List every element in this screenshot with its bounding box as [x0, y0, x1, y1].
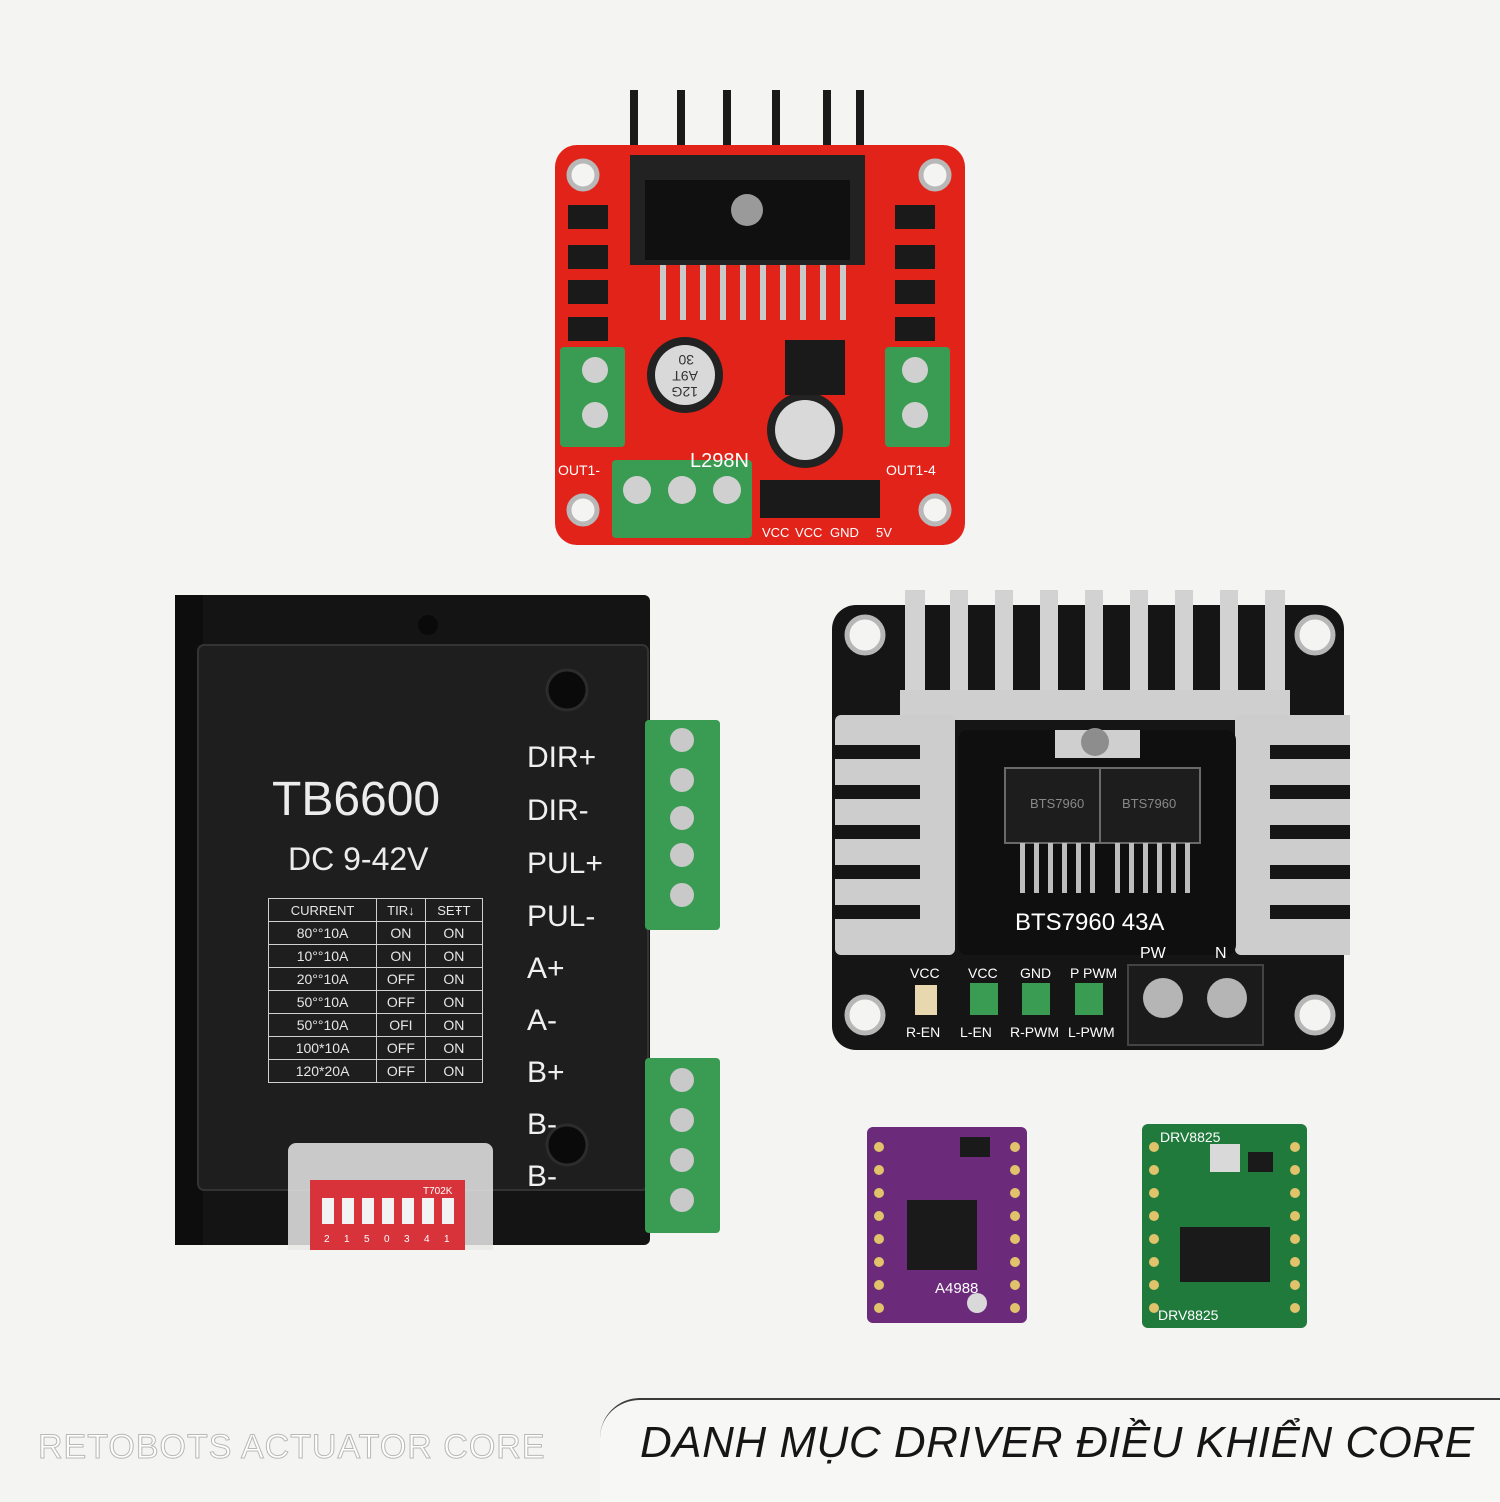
- tb6600-terminal-a-minus: A-: [527, 1004, 557, 1037]
- table-header-cell: SEŦT: [424, 898, 484, 922]
- table-header-cell: CURRENT: [267, 898, 378, 922]
- table-cell: OFF: [376, 990, 426, 1014]
- table-cell: OFF: [376, 1036, 426, 1060]
- bts7960-header-r-pwm: R-PWM: [1010, 1024, 1059, 1040]
- bts7960-header-l-en: L-EN: [960, 1024, 992, 1040]
- table-row: 100*10A OFF ON: [267, 1036, 484, 1060]
- tb6600-terminal-b-plus: B+: [527, 1056, 565, 1089]
- tb6600-dip-number-4: 0: [384, 1234, 390, 1245]
- table-cell: 10°°10A: [267, 944, 378, 968]
- tb6600-terminal-pul-minus: PUL-: [527, 900, 595, 933]
- a4988-label: A4988: [935, 1280, 978, 1297]
- tb6600-dip-number-2: 1: [344, 1234, 350, 1245]
- tb6600-dip-number-3: 5: [364, 1234, 370, 1245]
- table-cell: ON: [424, 1036, 484, 1060]
- table-cell: 100*10A: [267, 1036, 378, 1060]
- bts7960-header-vcc-2: VCC: [968, 965, 998, 981]
- tb6600-terminal-b-minus-1: B-: [527, 1108, 557, 1141]
- table-cell: ON: [376, 921, 426, 945]
- table-row: 80°°10A ON ON: [267, 921, 484, 945]
- l298n-pin-vcc-1: VCC: [762, 525, 789, 540]
- table-row: 50°°10A OFI ON: [267, 1013, 484, 1037]
- bts7960-header-l-pwm: L-PWM: [1068, 1024, 1115, 1040]
- bts7960-chip-text-right: BTS7960: [1122, 796, 1176, 811]
- table-cell: 50°°10A: [267, 1013, 378, 1037]
- table-cell: ON: [376, 944, 426, 968]
- l298n-pin-gnd: GND: [830, 525, 859, 540]
- drv8825-label-bottom: DRV8825: [1158, 1307, 1219, 1323]
- page-title: DANH MỤC DRIVER ĐIỀU KHIỂN CORE: [640, 1418, 1475, 1467]
- bts7960-header-vcc-1: VCC: [910, 965, 940, 981]
- table-row: 50°°10A OFF ON: [267, 990, 484, 1014]
- table-row: 20°°10A OFF ON: [267, 967, 484, 991]
- table-cell: OFF: [376, 1059, 426, 1083]
- tb6600-voltage: DC 9-42V: [288, 841, 429, 877]
- l298n-cap-text-1: 12G: [672, 384, 698, 400]
- tb6600-terminal-dir-plus: DIR+: [527, 741, 596, 774]
- table-cell: ON: [424, 1013, 484, 1037]
- tb6600-terminal-a-plus: A+: [527, 952, 565, 985]
- bts7960-header-p-pwm: P PWM: [1070, 965, 1117, 981]
- bts7960-header-gnd: GND: [1020, 965, 1051, 981]
- table-row: 10°°10A ON ON: [267, 944, 484, 968]
- bts7960-board-label: BTS7960 43A: [1015, 909, 1164, 936]
- table-cell: OFI: [376, 1013, 426, 1037]
- bts7960-header-r-en: R-EN: [906, 1024, 940, 1040]
- table-cell: ON: [424, 967, 484, 991]
- l298n-board: L298N OUT1- OUT1-4 VCC VCC GND 5V 12G A9…: [555, 90, 965, 545]
- tb6600-dip-number-5: 3: [404, 1234, 410, 1245]
- l298n-out-left: OUT1-: [558, 462, 600, 478]
- table-cell: 20°°10A: [267, 967, 378, 991]
- table-cell: 80°°10A: [267, 921, 378, 945]
- bts7960-board: BTS7960 BTS7960 BTS7960 43A PW N VCC VCC…: [832, 590, 1350, 1050]
- tb6600-current-table: CURRENT TIR↓ SEŦT 80°°10A ON ON 10°°10A …: [267, 898, 484, 1083]
- table-header-cell: TIR↓: [376, 898, 426, 922]
- title-panel: [600, 1398, 1500, 1502]
- drv8825-driver: DRV8825 DRV8825: [1142, 1124, 1307, 1328]
- l298n-pin-vcc-2: VCC: [795, 525, 822, 540]
- a4988-driver: A4988: [867, 1127, 1027, 1323]
- bts7960-chip-text-left: BTS7960: [1030, 796, 1084, 811]
- l298n-cap-text-2: A9Т: [672, 368, 698, 384]
- table-cell: OFF: [376, 967, 426, 991]
- table-cell: ON: [424, 921, 484, 945]
- tb6600-terminal-pul-plus: PUL+: [527, 847, 603, 880]
- drv8825-label-top: DRV8825: [1160, 1129, 1221, 1145]
- bts7960-power-label-pw: PW: [1140, 945, 1167, 962]
- tb6600-title: TB6600: [272, 773, 440, 826]
- bts7960-power-label-n: N: [1215, 945, 1227, 962]
- tb6600-dip-number-6: 4: [424, 1234, 430, 1245]
- l298n-pin-5v: 5V: [876, 525, 892, 540]
- brand-watermark: RETOBOTS ACTUATOR CORE: [38, 1428, 546, 1467]
- tb6600-dip-label: T702K: [423, 1186, 453, 1197]
- l298n-cap-text-3: 30: [678, 352, 694, 368]
- tb6600-terminal-dir-minus: DIR-: [527, 794, 589, 827]
- tb6600-terminal-b-minus-2: B-: [527, 1160, 557, 1193]
- l298n-chip-label: L298N: [690, 450, 749, 472]
- table-header-row: CURRENT TIR↓ SEŦT: [267, 898, 484, 922]
- table-cell: ON: [424, 990, 484, 1014]
- tb6600-dip-number-1: 2: [324, 1234, 330, 1245]
- table-cell: ON: [424, 944, 484, 968]
- tb6600-dip-number-7: 1: [444, 1234, 450, 1245]
- l298n-out-right: OUT1-4: [886, 462, 936, 478]
- table-cell: 50°°10A: [267, 990, 378, 1014]
- table-cell: 120*20A: [267, 1059, 378, 1083]
- table-cell: ON: [424, 1059, 484, 1083]
- table-row: 120*20A OFF ON: [267, 1059, 484, 1083]
